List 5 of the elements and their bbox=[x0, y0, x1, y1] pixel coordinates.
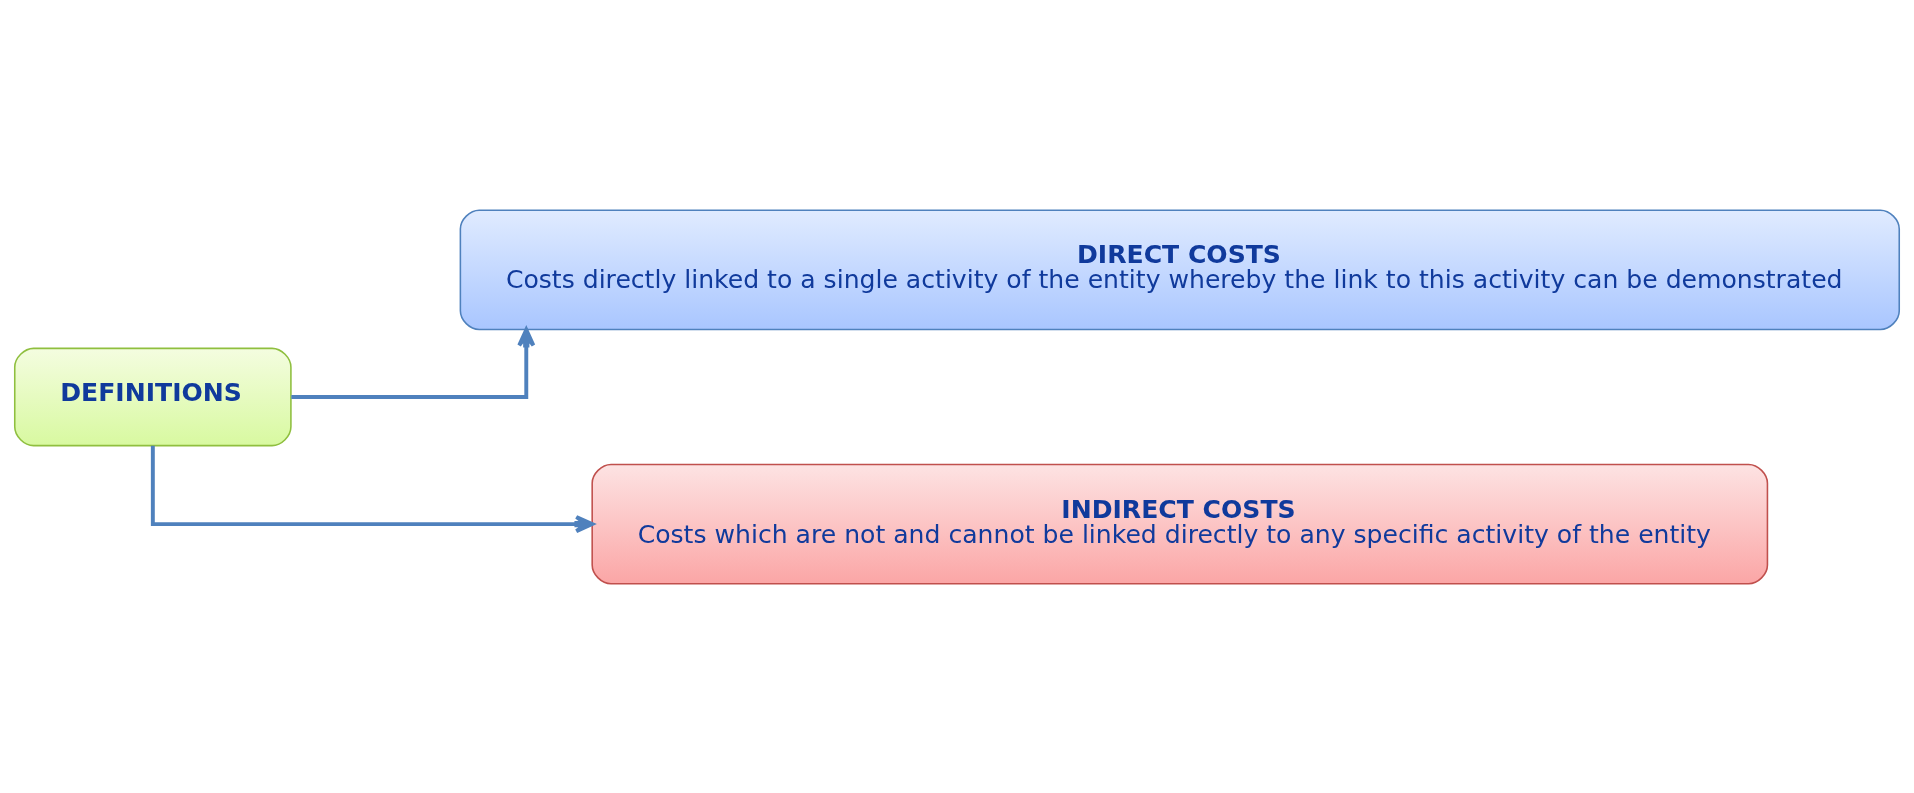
node-box: DEFINITIONS bbox=[13, 347, 292, 446]
node-box: INDIRECT COSTS Costs which are not and cannot be linked directly to any specific activity of the entity bbox=[591, 463, 1769, 584]
arrow bbox=[150, 445, 595, 533]
node-box: DIRECT COSTS Costs directly linked to a single activity of the entity whereby the link to this activity can be demonstrated bbox=[459, 209, 1901, 330]
arrow bbox=[291, 327, 536, 399]
